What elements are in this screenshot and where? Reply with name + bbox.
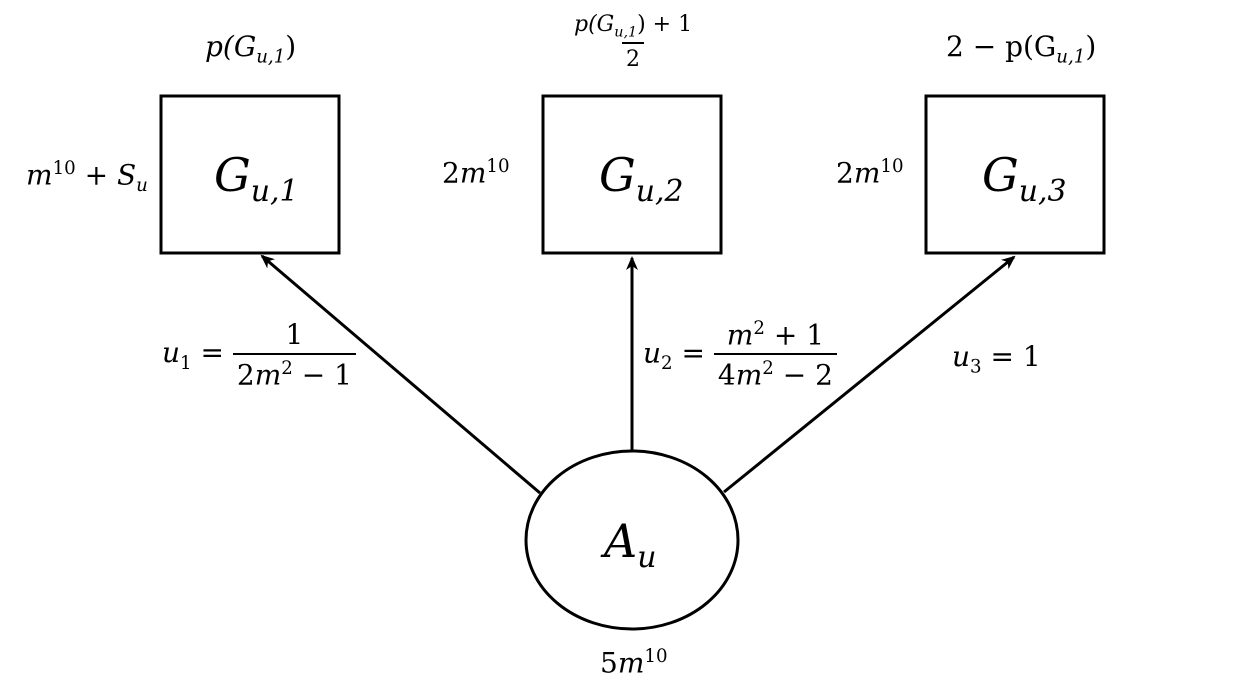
left-label-g1: m10 + Su (26, 158, 148, 196)
top-label-g3: 2 − p(Gu,1) (946, 30, 1097, 68)
node-sub-g2: u,2 (635, 174, 684, 210)
edge-label-2: u2 = m2 + 1 4m2 − 2 (643, 318, 837, 392)
top-label-g2: p(Gu,1) + 1 2 (574, 12, 693, 73)
node-main-g1: G (214, 148, 251, 202)
node-label-g1: Gu,1 (214, 148, 299, 209)
node-main-a: A (604, 514, 638, 568)
edge-arrow-1 (260, 254, 541, 495)
bottom-label-a: 5m10 (600, 646, 668, 680)
left-label-g2: 2m10 (442, 156, 510, 190)
edge-label-3: u3 = 1 (952, 340, 1041, 378)
edge-label-1: u1 = 1 2m2 − 1 (162, 318, 356, 391)
node-label-g2: Gu,2 (599, 148, 684, 209)
left-label-g3: 2m10 (836, 156, 904, 190)
node-main-g2: G (599, 148, 636, 202)
node-label-g3: Gu,3 (982, 148, 1067, 209)
node-sub-g1: u,1 (250, 174, 299, 210)
node-label-a: Au (604, 514, 657, 575)
node-sub-a: u (637, 540, 657, 576)
node-main-g3: G (982, 148, 1019, 202)
node-sub-g3: u,3 (1018, 174, 1067, 210)
node-box-g2 (541, 94, 723, 255)
edge-arrow-3 (723, 255, 1016, 494)
top-label-g1: p(Gu,1) (205, 30, 297, 68)
node-box-g3 (924, 94, 1106, 255)
node-box-g1 (159, 94, 341, 255)
